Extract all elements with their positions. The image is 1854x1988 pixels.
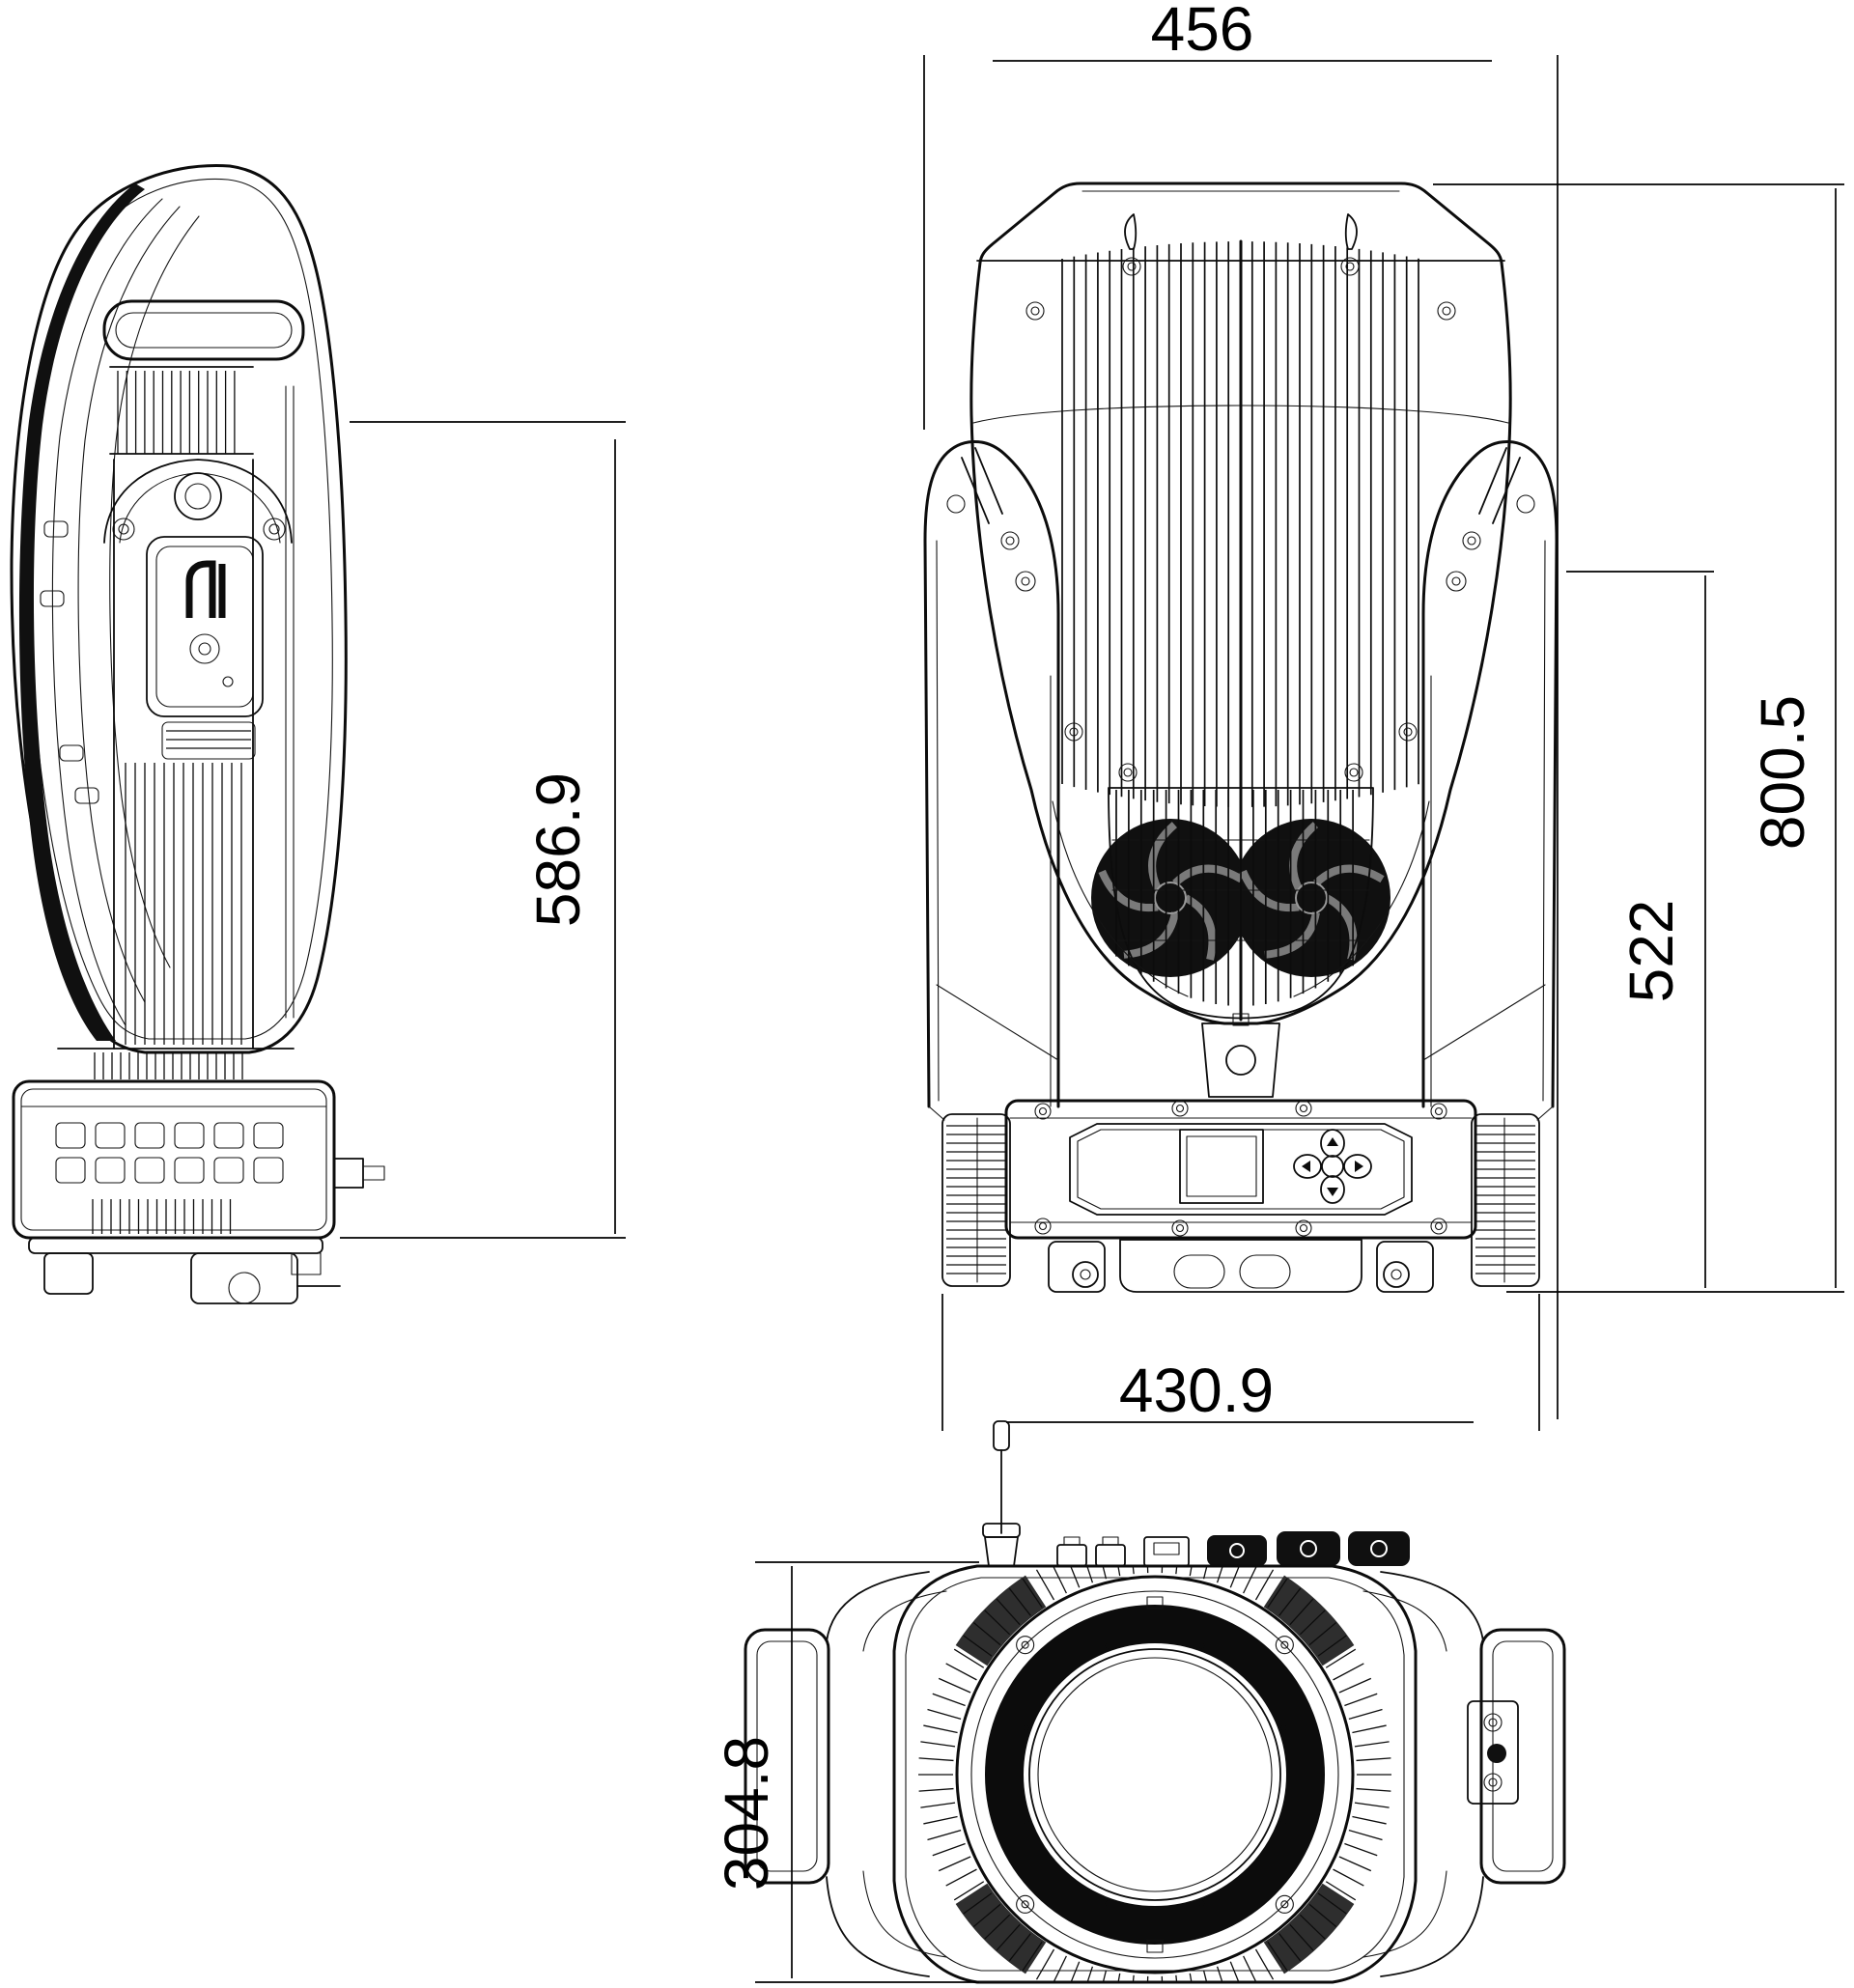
handle-brace [826,1876,930,1977]
hanging-slot [1239,1254,1291,1289]
yoke-arm-left [923,440,1060,1108]
antenna [982,1420,1021,1567]
latch-clip [59,744,84,762]
tilt-hub [1201,1013,1280,1098]
handle-brace [1380,1571,1484,1642]
lens-ring [985,1605,1325,1945]
dimension-yoke-height: 522 [1566,571,1714,1288]
yoke-lock-boss [174,472,222,520]
dimension-label-yoke-height: 522 [1616,900,1686,1003]
lens-cooling-fins [918,1566,1391,1982]
top-connectors [1056,1531,1410,1567]
power-connector [333,1158,364,1189]
side-view [10,164,385,1304]
dpad-control [1293,1129,1372,1204]
dimension-label-front-width: 456 [1151,0,1254,64]
foot [190,1252,298,1304]
cap-tab [1124,213,1138,250]
control-panel [1069,1123,1413,1216]
xlr-connector [1277,1531,1340,1566]
brand-logo-icon [185,560,234,687]
base-side [12,1079,385,1304]
head-fins [1061,241,1419,807]
side-plate [1467,1700,1519,1805]
lens [955,1575,1355,1974]
dimension-label-side-height: 586.9 [523,772,593,927]
dimension-depth: 304.8 [712,1561,979,1983]
latch-clip [40,590,65,607]
dimension-label-base-width: 430.9 [1119,1356,1274,1425]
up-button [1320,1129,1345,1158]
xlr-connector [1207,1535,1267,1566]
head-top-outline [892,1564,1418,1984]
dimension-side-height: 586.9 [340,421,626,1239]
dimension-overall-height: 800.5 [1433,183,1844,1293]
yoke-column-ribs [125,763,242,1045]
foot [43,1252,94,1295]
carry-handle [102,299,305,361]
yoke-arm-right [1421,440,1559,1108]
hanging-slot [1173,1254,1225,1289]
base-handle-right [1471,1106,1554,1287]
dimension-label-depth: 304.8 [712,1736,781,1890]
cap-tab [1344,213,1358,250]
fan-grille [1091,787,1390,1020]
dimension-label-overall-height: 800.5 [1748,695,1817,850]
lens-bezel-screws [1016,1636,1294,1914]
base-vent-slots [55,1122,284,1184]
dimension-base-width: 430.9 [941,1294,1540,1431]
head-screws [1000,257,1481,782]
handle-brace [826,1571,930,1642]
base-screws [1034,1100,1447,1237]
latch-clip [43,520,69,538]
left-button [1293,1154,1322,1179]
base-front [1004,1099,1477,1240]
head-outline [10,164,348,1054]
switch [1143,1536,1190,1567]
bottom-view [744,1420,1566,1984]
handle-brace [1380,1876,1484,1977]
enter-button [1343,1154,1372,1179]
yoke-rib-block [117,371,236,454]
dimension-front-width: 456 [923,0,1559,1419]
down-button [1320,1175,1345,1204]
foot [1376,1241,1434,1293]
base-handle-left [928,1106,1011,1287]
logo-plate [146,536,264,717]
base-bracket [1048,1239,1434,1293]
front-view [923,182,1559,1293]
foot [1048,1241,1106,1293]
xlr-connector [1348,1531,1410,1566]
head-handle-left [744,1628,830,1885]
latch-clip [74,787,99,804]
display-screen [1179,1129,1264,1204]
menu-button [1321,1155,1344,1178]
